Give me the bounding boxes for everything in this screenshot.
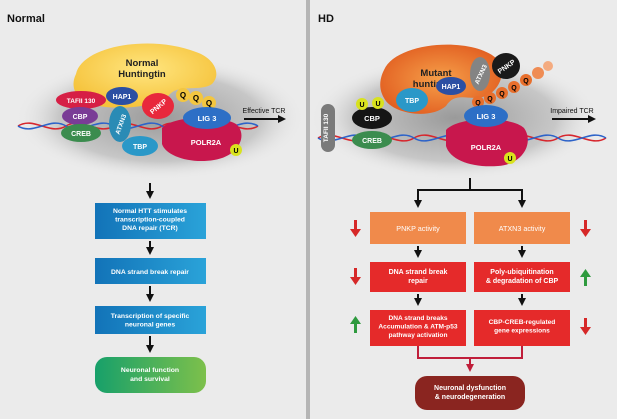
normal-flow-box-3 xyxy=(95,306,206,334)
hd-right-text-2: Poly-ubiquitination& degradation of CBP xyxy=(486,269,559,285)
hd-ubiquitin-cbp-1-label: U xyxy=(359,102,364,109)
normal-tbp-label: TBP xyxy=(133,144,147,151)
normal-cbp-label: CBP xyxy=(73,114,88,121)
normal-q2-label: Q xyxy=(193,94,199,103)
hd-left-box-1 xyxy=(370,212,466,244)
normal-panel-title: Normal xyxy=(7,13,45,25)
hd-lig3 xyxy=(464,105,508,127)
normal-polr2a xyxy=(162,117,242,162)
panel-divider xyxy=(306,0,310,419)
hd-ubiquitin-cbp-2-label: U xyxy=(375,101,380,108)
normal-tafii xyxy=(56,91,106,109)
hd-lig3-label: LIG 3 xyxy=(477,112,496,121)
normal-lig3 xyxy=(183,107,231,129)
normal-polr2a-label: POLR2A xyxy=(191,138,222,147)
hd-right-box-1 xyxy=(474,212,570,244)
hd-left-box-2 xyxy=(370,262,466,292)
hd-creb xyxy=(352,131,392,149)
normal-flow-box-4 xyxy=(95,357,206,393)
normal-ubiquitin xyxy=(230,144,242,156)
hd-ubiquitin-polr2a-label: U xyxy=(507,156,512,163)
normal-tafii-label: TAFII 130 xyxy=(67,98,96,105)
hd-right-box-3 xyxy=(474,310,570,346)
hd-outcome-box xyxy=(415,376,525,410)
down-arrow-gene-expression xyxy=(580,318,591,335)
normal-q2 xyxy=(189,91,203,105)
normal-flow-box-2 xyxy=(95,258,206,284)
hd-q4 xyxy=(508,81,520,93)
hd-q7 xyxy=(543,61,553,71)
up-arrow-cbp-degradation xyxy=(580,269,591,286)
hd-outcome-text: Neuronal dysfunction& neurodegeneration xyxy=(434,385,506,401)
normal-flow-box-1 xyxy=(95,203,206,239)
hd-atxn3 xyxy=(470,57,490,91)
hd-left-text-1: PNKP activity xyxy=(396,224,440,233)
normal-q1 xyxy=(176,88,190,102)
up-arrow-dna-breaks xyxy=(350,316,361,333)
hd-ubiquitin-cbp-1 xyxy=(356,98,368,110)
normal-lig3-label: LIG 3 xyxy=(198,114,217,123)
hd-q2 xyxy=(484,92,496,104)
normal-q3 xyxy=(202,96,216,110)
hd-q2-label: Q xyxy=(487,96,493,103)
normal-tbp xyxy=(122,136,158,156)
hd-pnkp xyxy=(492,53,520,79)
hd-q1 xyxy=(472,96,484,108)
down-arrow-dna-repair xyxy=(350,268,361,285)
hd-cbp xyxy=(352,107,392,129)
down-arrow-atxn3 xyxy=(580,220,591,237)
hd-q5-label: Q xyxy=(523,78,529,85)
hd-tbp xyxy=(396,88,428,112)
hd-right-box-2 xyxy=(474,262,570,292)
hd-q3-label: Q xyxy=(499,91,505,98)
normal-cbp xyxy=(62,107,98,125)
hd-left-box-3 xyxy=(370,310,466,346)
hd-tafii-label: TAFII 130 xyxy=(323,113,330,142)
hd-q5 xyxy=(520,74,532,86)
hd-cbp-label: CBP xyxy=(364,114,380,123)
normal-q1-label: Q xyxy=(180,91,186,100)
hd-ubiquitin-polr2a xyxy=(504,152,516,164)
hd-q1-label: Q xyxy=(475,100,481,107)
hd-q3 xyxy=(496,87,508,99)
hd-tcr-label: Impaired TCR xyxy=(550,108,593,115)
hd-hap1 xyxy=(436,77,466,95)
hd-creb-label: CREB xyxy=(362,138,382,145)
normal-pnkp xyxy=(142,93,174,119)
hd-tbp-label: TBP xyxy=(405,98,419,105)
normal-flow-text-2: DNA strand break repair xyxy=(111,269,189,276)
hd-panel-title: HD xyxy=(318,13,334,25)
hd-hap1-label: HAP1 xyxy=(442,84,461,91)
hd-polr2a-label: POLR2A xyxy=(471,143,502,152)
normal-creb xyxy=(61,124,101,142)
hd-q4-label: Q xyxy=(511,85,517,92)
normal-tcr-label: Effective TCR xyxy=(243,108,286,115)
hd-tafii xyxy=(321,104,335,152)
normal-q3-label: Q xyxy=(206,99,212,108)
normal-hap1-label: HAP1 xyxy=(113,94,132,101)
normal-hap1 xyxy=(106,87,138,105)
down-arrow-pnkp xyxy=(350,220,361,237)
hd-q6 xyxy=(532,67,544,79)
hd-ubiquitin-cbp-2 xyxy=(372,97,384,109)
normal-ubiquitin-label: U xyxy=(233,148,238,155)
hd-right-text-1: ATXN3 activity xyxy=(499,224,546,233)
normal-atxn3 xyxy=(109,106,131,142)
normal-creb-label: CREB xyxy=(71,131,91,138)
